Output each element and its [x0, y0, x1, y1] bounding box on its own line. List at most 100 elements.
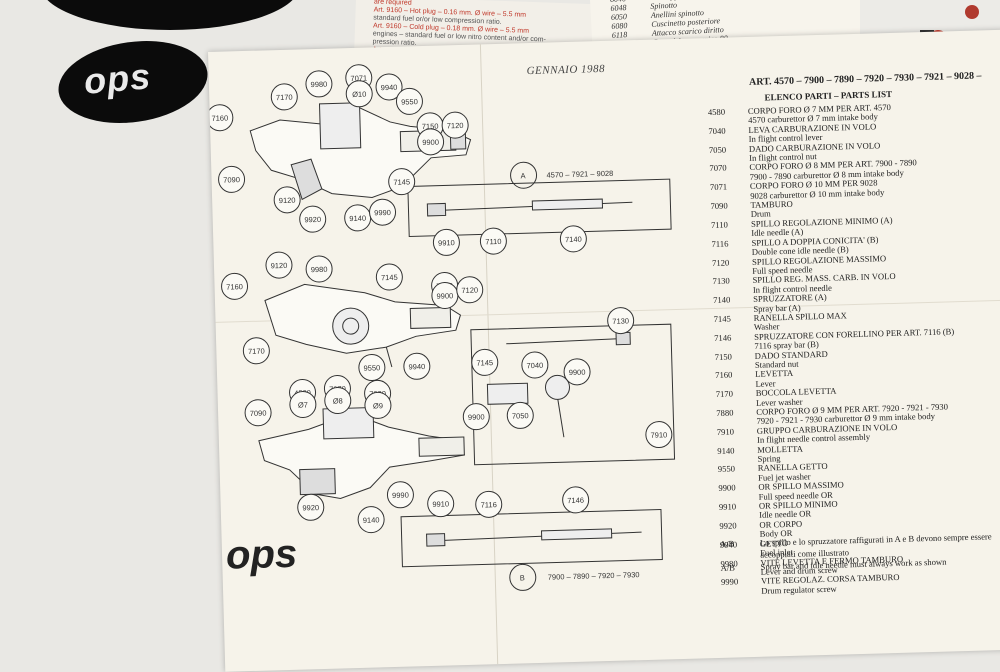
callout-circle: [563, 358, 591, 386]
callout-circle: [403, 352, 431, 380]
callout-circle: [357, 506, 385, 534]
callout-label: 7090: [250, 409, 267, 418]
callout: 7145: [375, 263, 403, 291]
callout-label: 7120: [461, 286, 478, 295]
callout: 9940: [375, 73, 403, 101]
parts-list-title: ELENCO PARTI – PARTS LIST: [764, 88, 893, 103]
callout-circle: [345, 80, 373, 108]
callout-label: 9920: [304, 215, 321, 224]
callout-circle: [305, 255, 333, 283]
callout-circle: [395, 87, 423, 115]
callout: 7050: [506, 401, 534, 429]
callout: 7910: [645, 421, 673, 449]
callout: 9920: [299, 205, 327, 233]
callout-label: 9900: [436, 291, 453, 300]
note-code: A/B: [719, 538, 735, 549]
callout: 9910: [432, 228, 460, 256]
callout-label: 9980: [310, 80, 327, 89]
callout: 9900: [462, 403, 490, 431]
callout: 9550: [395, 87, 423, 115]
callout: 7120: [441, 111, 469, 139]
callout: 7130: [607, 307, 635, 335]
callout: 7090: [218, 165, 246, 193]
callout: 9120: [265, 251, 293, 279]
callout-circle: [265, 251, 293, 279]
callout-label: 9940: [381, 83, 398, 92]
callout: 9990: [369, 198, 397, 226]
callout-label: 7140: [565, 235, 582, 244]
sheet-date: GENNAIO 1988: [526, 62, 606, 78]
callout-circle: [506, 401, 534, 429]
callout-circle: [388, 168, 416, 196]
callout: 7160: [221, 272, 249, 300]
carburettor-exploded-diagram: 7160717099807071Ø10994095507150990071207…: [208, 64, 676, 591]
callout-label: 7116: [481, 500, 497, 509]
callout-label: 9980: [311, 265, 328, 274]
callout: 9900: [431, 281, 459, 309]
callout-label: 7090: [223, 175, 240, 184]
callout-circle: [364, 391, 392, 419]
callout-label: 9910: [432, 499, 449, 508]
callout: 9910: [427, 490, 455, 518]
callout-circle: [441, 111, 469, 139]
callout: 9550: [358, 354, 386, 382]
callout: 7145: [471, 348, 499, 376]
part-code-spacer: [721, 586, 761, 597]
callout: 9980: [305, 70, 333, 98]
ops-decal-text: ops: [82, 55, 153, 102]
callout-circle: [369, 198, 397, 226]
callout-label: 7145: [476, 358, 493, 367]
callout-label: 7910: [650, 430, 667, 439]
callout: 7090: [244, 399, 272, 427]
callout-label: 7110: [485, 237, 501, 246]
callout-circle: [559, 225, 587, 253]
callout: 7116: [475, 490, 503, 518]
callout-circle: [417, 128, 445, 156]
callout-circle: [479, 227, 507, 255]
callout: 9900: [417, 128, 445, 156]
callout-circle: [456, 276, 484, 304]
callout-circle: [299, 205, 327, 233]
callout-circle: [375, 263, 403, 291]
callout-label: 9140: [363, 515, 380, 524]
callout-label: 9120: [279, 196, 296, 205]
callout-label: 9990: [392, 491, 409, 500]
callout-label: Ø10: [352, 90, 366, 99]
callout-circle: [242, 337, 270, 365]
callout-circle: [270, 83, 298, 111]
callout-circle: [218, 165, 246, 193]
callout-label: 7160: [226, 282, 243, 291]
callout-label: 9900: [468, 412, 485, 421]
callout-label: 7145: [381, 273, 398, 282]
callout-label: 7050: [512, 411, 529, 420]
callout-label: 7120: [447, 121, 464, 130]
callout: 9140: [357, 506, 385, 534]
callout: Ø8: [324, 387, 352, 415]
inset-a-label: A: [520, 171, 525, 180]
callout-circle: [297, 493, 325, 521]
callout: Ø9: [364, 391, 392, 419]
callout-label: 7145: [393, 177, 410, 186]
callout-circle: [386, 481, 414, 509]
callout-label: 7170: [276, 93, 293, 102]
callout-label: 7146: [567, 496, 584, 505]
callout-label: 7130: [612, 316, 629, 325]
callout-circle: [358, 354, 386, 382]
callout-circle: [475, 490, 503, 518]
callout-circle: [562, 486, 590, 514]
callout: 9900: [563, 358, 591, 386]
callout: 9940: [403, 352, 431, 380]
callout-circle: [305, 70, 333, 98]
callout: 7145: [388, 168, 416, 196]
callout-circle: [521, 351, 549, 379]
callout: 9990: [386, 481, 414, 509]
note-code: A/B: [720, 562, 736, 573]
callout-label: 9900: [569, 368, 586, 377]
callout: 9920: [297, 493, 325, 521]
callout: 7160: [208, 104, 234, 132]
callout: Ø10: [345, 80, 373, 108]
callout-label: 9550: [363, 363, 380, 372]
callout-circle: [607, 307, 635, 335]
callout: 7170: [270, 83, 298, 111]
